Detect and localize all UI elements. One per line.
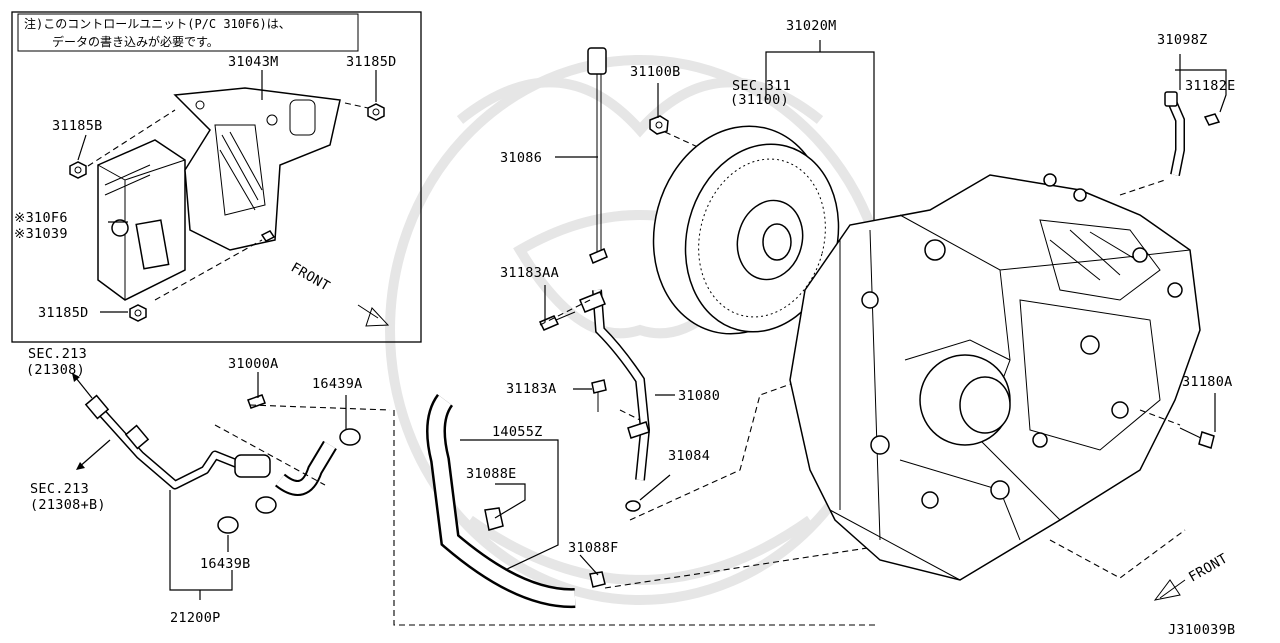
label-31182E: 31182E [1185,78,1236,94]
label-31185D-top: 31185D [346,54,397,70]
diagram-code: J310039B [1168,622,1235,638]
label-31043M: 31043M [228,54,279,70]
label-sec213-bottom-b: (21308+B) [30,497,106,513]
label-sec311-b: (31100) [730,92,789,108]
label-31086: 31086 [500,150,542,166]
label-14055Z: 14055Z [492,424,543,440]
front-arrow-inset: FRONT [288,260,390,327]
bolt-31183A-drawing [591,379,607,412]
nut-31185B-drawing [69,161,87,179]
clip-31088E-drawing [484,507,504,531]
label-31183A: 31183A [506,381,557,397]
label-31098Z: 31098Z [1157,32,1208,48]
label-sec213-top-a: SEC.213 [28,346,87,362]
nut-31185D-top-drawing [367,103,385,121]
inset-note-line2: データの書き込みが必要です。 [52,34,219,49]
nut-31100B-drawing [649,115,669,135]
label-16439A: 16439A [312,376,363,392]
o-ring-31084-drawing [625,500,641,512]
front-arrow-main: FRONT [1153,551,1230,601]
label-31185D-bottom: 31185D [38,305,89,321]
inset-frame [11,11,422,343]
label-31020M: 31020M [786,18,837,34]
label-31080: 31080 [678,388,720,404]
label-16439B: 16439B [200,556,251,572]
transmission-assembly-drawing [789,173,1201,581]
nut-31185D-bottom-drawing [129,304,147,322]
label-31039: ※31039 [14,226,68,242]
bolt-31183AA-drawing [538,311,576,331]
label-sec311-a: SEC.311 [732,78,791,94]
label-31088E: 31088E [466,466,517,482]
label-310F6: ※310F6 [14,210,68,226]
hose-14055Z-drawing [426,394,576,609]
label-31088F: 31088F [568,540,619,556]
label-sec213-bottom-a: SEC.213 [30,481,89,497]
clip-31088F-drawing [589,571,606,588]
dipstick-drawing [587,47,608,264]
label-31084: 31084 [668,448,710,464]
inset-note-line1: 注)このコントロールユニット(P/C 310F6)は、 [24,16,291,31]
control-unit-drawing [97,139,186,301]
label-31183AA: 31183AA [500,265,559,281]
arrow-sec213-bottom [77,439,111,469]
label-31185B: 31185B [52,118,103,134]
label-21200P: 21200P [170,610,221,626]
stud-drawing [260,230,276,242]
label-31000A: 31000A [228,356,279,372]
bolt-31180A-drawing [1179,427,1215,449]
front-label-inset: FRONT [288,260,332,295]
bracket-drawing [173,87,341,251]
torque-converter-drawing [652,125,840,335]
inset-note-box [17,13,359,52]
charging-pipe-31080-drawing [579,289,651,481]
label-31100B: 31100B [630,64,681,80]
front-label-main: FRONT [1186,551,1230,586]
label-sec213-top-b: (21308) [26,362,85,378]
label-31180A: 31180A [1182,374,1233,390]
cooler-pipe-drawing [84,394,361,534]
breather-hose-drawing [1164,91,1221,176]
